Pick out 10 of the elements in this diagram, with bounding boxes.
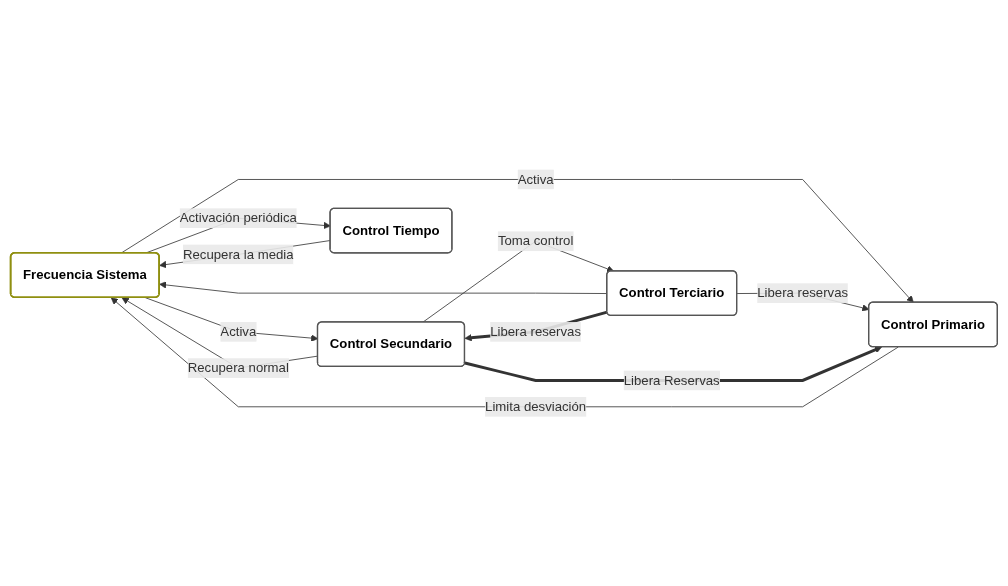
edge-label: Activa	[517, 171, 554, 186]
edge-label: Activación periódica	[179, 210, 297, 225]
edge-label: Libera Reservas	[623, 372, 720, 387]
edge-label: Libera reservas	[757, 285, 849, 300]
edge-label: Toma control	[497, 233, 574, 248]
edge-label: Activa	[220, 324, 257, 339]
edge-label: Libera reservas	[490, 324, 582, 339]
edge-label: Recupera normal	[187, 360, 289, 375]
edge-label: Recupera la media	[183, 246, 294, 261]
edge-label: Limita desviación	[485, 399, 587, 414]
